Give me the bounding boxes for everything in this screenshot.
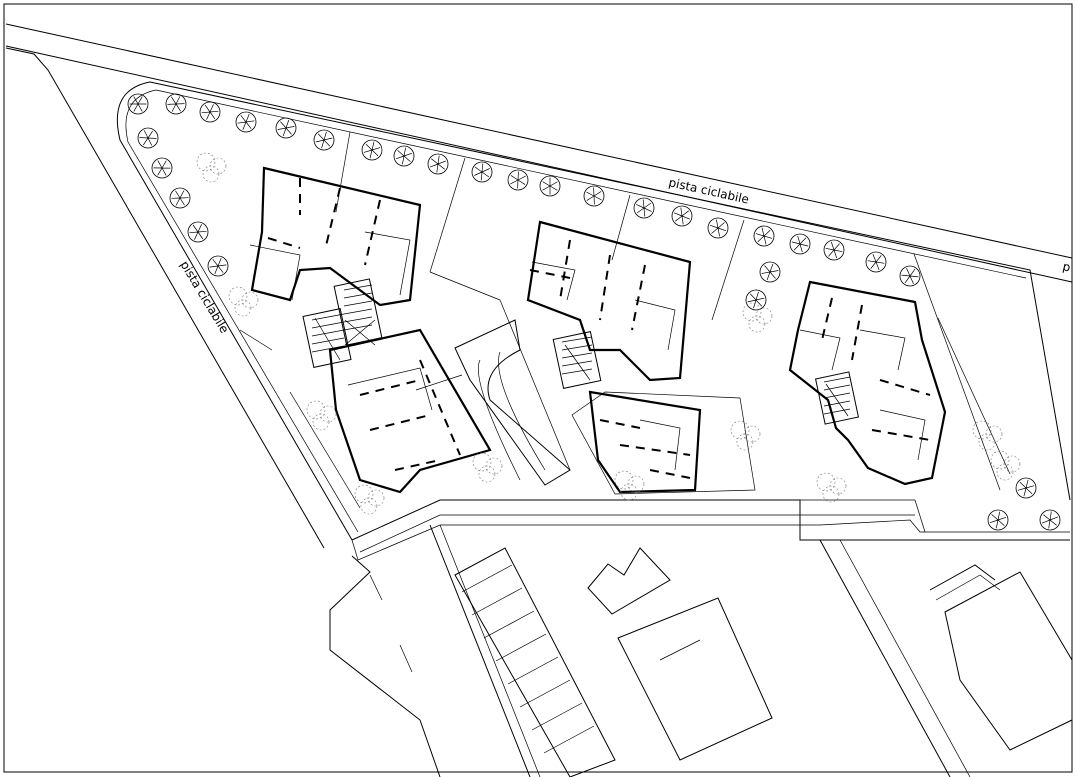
internal-road: [351, 499, 1070, 561]
tree-symbol: [165, 93, 187, 115]
top-cycle-path: [5, 23, 1073, 283]
lot-dividers: [239, 131, 1011, 509]
tree-symbol: [127, 93, 149, 115]
tree-symbol: [427, 153, 449, 175]
shrub-symbol: [990, 450, 1021, 481]
left-cycle-path: [5, 47, 325, 549]
tree-symbol: [899, 265, 921, 287]
tree-symbol: [169, 187, 191, 209]
tree-symbol: [539, 175, 561, 197]
tree-symbol: [471, 161, 493, 183]
tree-symbol: [187, 221, 209, 243]
tree-symbol: [207, 255, 229, 277]
tree-symbol: [393, 145, 415, 167]
building-block-3: [788, 280, 947, 486]
stair-core-3: [814, 371, 860, 425]
tree-symbol: [823, 239, 845, 261]
stair-core-2: [552, 331, 602, 389]
tree-symbol: [583, 185, 605, 207]
tree-symbol: [707, 217, 729, 239]
tree-symbol: [151, 157, 173, 179]
label-left-cycle-path: pista ciclabile: [177, 258, 231, 335]
tree-symbol: [865, 251, 887, 273]
tree-symbol: [275, 117, 297, 139]
shrub-symbol: [614, 470, 645, 501]
tree-symbol: [753, 225, 775, 247]
tree-symbol: [671, 205, 693, 227]
shrub-symbol: [472, 452, 503, 483]
shrub-symbol: [306, 400, 337, 431]
parking-stalls: [454, 547, 616, 777]
site-boundary: [116, 81, 1071, 541]
stair-core-1a: [302, 308, 352, 368]
drawing-frame: [3, 3, 1073, 773]
neighbour-building-b: [929, 564, 1073, 751]
shrub-symbol: [816, 472, 847, 503]
tree-symbol: [789, 233, 811, 255]
label-right-edge: p: [1061, 259, 1071, 274]
tree-symbol: [507, 169, 529, 191]
shrub-symbol: [196, 152, 227, 183]
shrub-symbol: [972, 420, 1003, 451]
neighbour-building-a: [587, 547, 773, 761]
shrub-groups: [196, 152, 1021, 515]
tree-symbol: [1015, 477, 1037, 499]
tree-symbol: [759, 261, 781, 283]
tree-row: [127, 93, 1061, 531]
access-ramp: [454, 319, 571, 486]
tree-symbol: [235, 111, 257, 133]
tree-symbol: [745, 289, 767, 311]
stair-core-1b: [333, 278, 383, 346]
tree-symbol: [633, 197, 655, 219]
shrub-symbol: [730, 420, 761, 451]
tree-symbol: [199, 101, 221, 123]
shrub-symbol: [742, 302, 773, 333]
shrub-symbol: [228, 286, 259, 317]
tree-symbol: [987, 509, 1009, 531]
building-block-2: [526, 220, 756, 495]
tree-symbol: [137, 127, 159, 149]
tree-symbol: [361, 139, 383, 161]
tree-symbol: [1039, 509, 1061, 531]
tree-symbol: [313, 129, 335, 151]
building-block-1: [249, 166, 492, 494]
shrub-symbol: [354, 484, 385, 515]
south-streets: [329, 524, 971, 777]
